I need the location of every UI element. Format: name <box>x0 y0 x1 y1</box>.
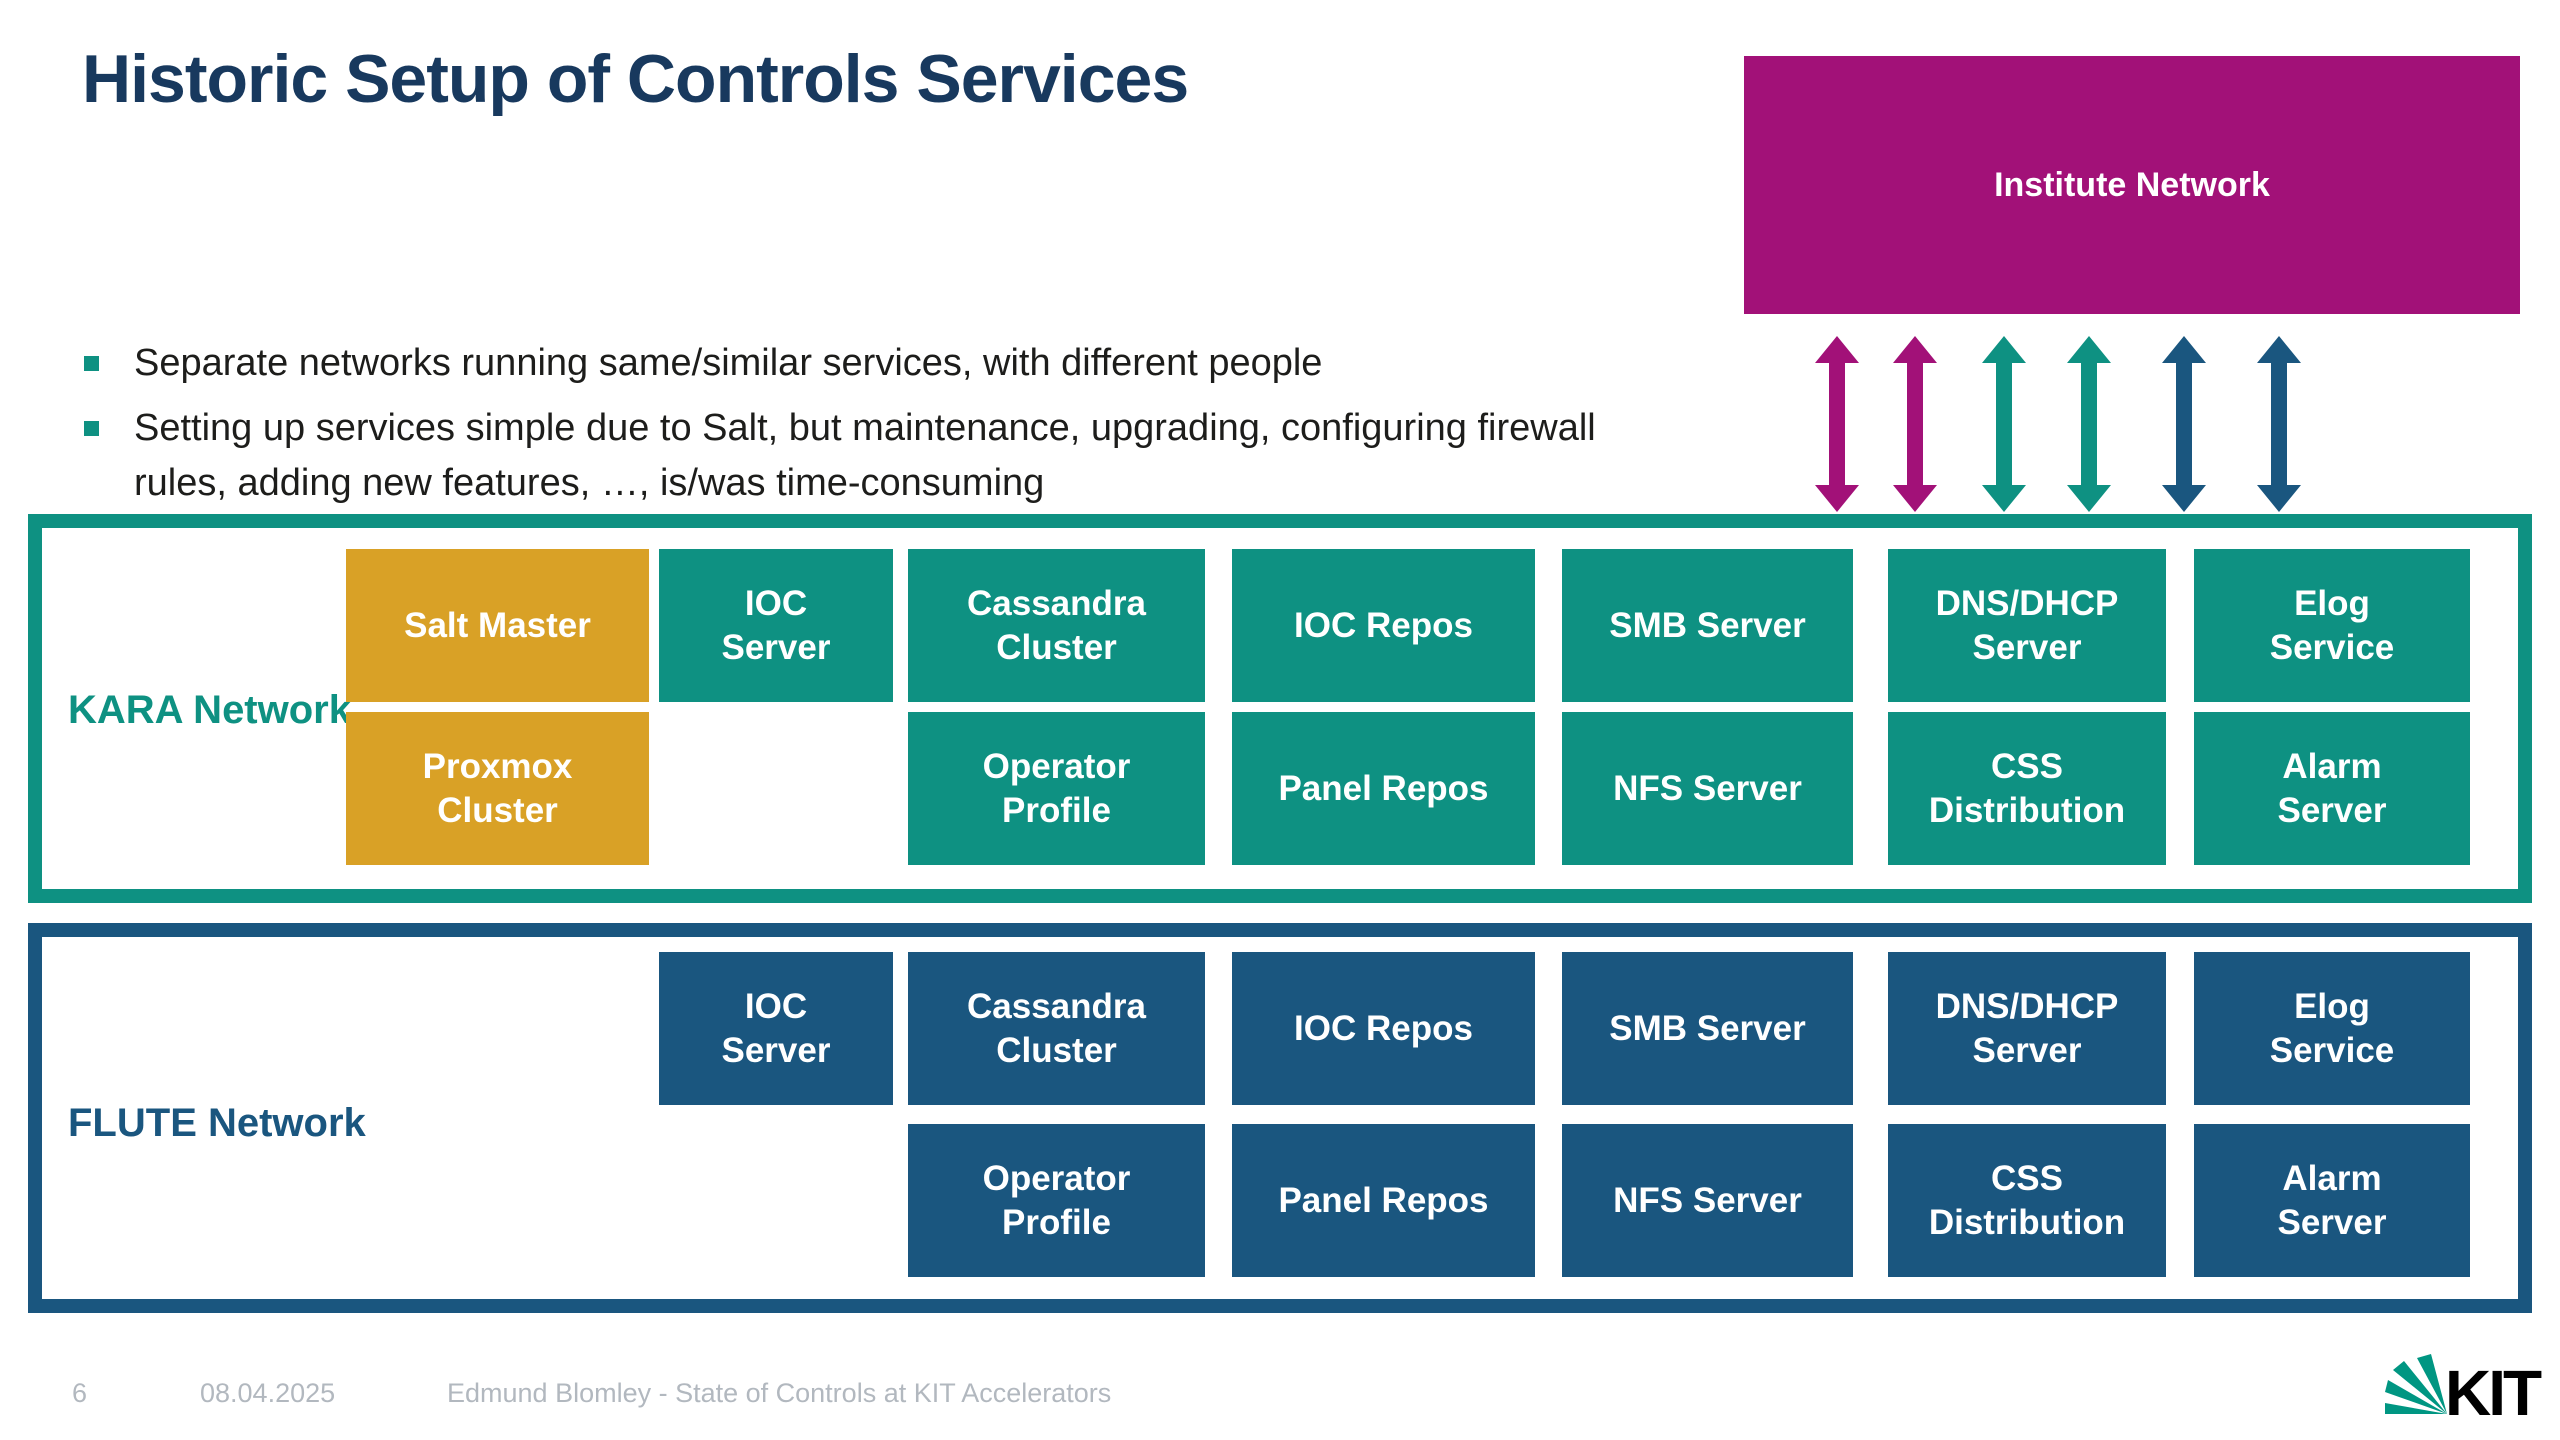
footer-page-number: 6 <box>72 1378 88 1408</box>
service-box-proxmox-cluster: Proxmox Cluster <box>346 712 649 865</box>
double-arrow-icon <box>2067 336 2111 512</box>
double-arrow-icon <box>2257 336 2301 512</box>
service-box-nfs-server: NFS Server <box>1562 1124 1853 1277</box>
service-box-ioc-repos: IOC Repos <box>1232 952 1535 1105</box>
bullet-item: Setting up services simple due to Salt, … <box>82 401 1682 511</box>
service-box-panel-repos: Panel Repos <box>1232 1124 1535 1277</box>
service-box-ioc-server: IOC Server <box>659 952 893 1105</box>
service-box-elog-service: Elog Service <box>2194 549 2470 702</box>
kara-network-label: KARA Network <box>68 688 351 732</box>
service-box-css-distribution: CSS Distribution <box>1888 712 2166 865</box>
bullet-text: Setting up services simple due to Salt, … <box>134 407 1596 504</box>
service-box-cassandra-cluster: Cassandra Cluster <box>908 549 1205 702</box>
bullet-list: Separate networks running same/similar s… <box>82 336 1682 511</box>
institute-network-box: Institute Network <box>1744 56 2520 314</box>
service-box-panel-repos: Panel Repos <box>1232 712 1535 865</box>
service-box-salt-master: Salt Master <box>346 549 649 702</box>
bullet-square-icon <box>84 356 99 371</box>
service-box-ioc-repos: IOC Repos <box>1232 549 1535 702</box>
double-arrow-icon <box>1815 336 1859 512</box>
kit-logo: KIT <box>2385 1354 2545 1428</box>
service-box-nfs-server: NFS Server <box>1562 712 1853 865</box>
page-title: Historic Setup of Controls Services <box>82 41 1189 117</box>
double-arrow-icon <box>2162 336 2206 512</box>
service-box-smb-server: SMB Server <box>1562 549 1853 702</box>
bullet-text: Separate networks running same/similar s… <box>134 342 1323 384</box>
bullet-square-icon <box>84 421 99 436</box>
service-box-alarm-server: Alarm Server <box>2194 712 2470 865</box>
footer-date: 08.04.2025 <box>200 1378 336 1408</box>
service-box-dns-dhcp-server: DNS/DHCP Server <box>1888 549 2166 702</box>
service-box-css-distribution: CSS Distribution <box>1888 1124 2166 1277</box>
svg-text:KIT: KIT <box>2445 1357 2542 1428</box>
flute-network-label: FLUTE Network <box>68 1101 366 1145</box>
double-arrow-icon <box>1982 336 2026 512</box>
footer-credit: Edmund Blomley - State of Controls at KI… <box>447 1378 1112 1408</box>
bullet-item: Separate networks running same/similar s… <box>82 336 1682 391</box>
double-arrow-icon <box>1893 336 1937 512</box>
service-box-ioc-server: IOC Server <box>659 549 893 702</box>
service-box-smb-server: SMB Server <box>1562 952 1853 1105</box>
institute-network-label: Institute Network <box>1994 165 2270 204</box>
service-box-cassandra-cluster: Cassandra Cluster <box>908 952 1205 1105</box>
service-box-operator-profile: Operator Profile <box>908 1124 1205 1277</box>
service-box-dns-dhcp-server: DNS/DHCP Server <box>1888 952 2166 1105</box>
service-box-alarm-server: Alarm Server <box>2194 1124 2470 1277</box>
service-box-operator-profile: Operator Profile <box>908 712 1205 865</box>
service-box-elog-service: Elog Service <box>2194 952 2470 1105</box>
